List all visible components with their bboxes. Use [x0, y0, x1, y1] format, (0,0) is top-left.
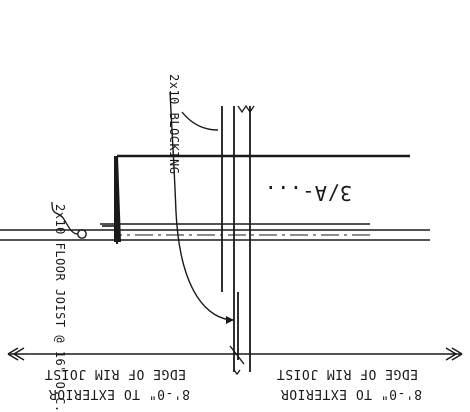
centerline	[51, 201, 370, 239]
floor-joist-note: 2x10 FLOOR JOIST @ 16" O.C.	[53, 204, 67, 412]
floor-joist-band	[0, 223, 430, 241]
blocking-note: 2x10 BLOCKING	[167, 74, 181, 174]
blocking-member	[221, 104, 255, 376]
dimension-line	[7, 345, 463, 365]
section-reference: 3/A-...	[264, 181, 352, 205]
blocking-leader	[169, 91, 235, 324]
right-dimension-line2: EDGE OF RIM JOIST	[44, 366, 186, 381]
left-dimension-line1: 8'-0" TO EXTERIOR	[280, 386, 422, 401]
left-dimension-line2: EDGE OF RIM JOIST	[276, 366, 418, 381]
rotated-sheet: 3/A-... 2x10 FLOOR JOIST @ 16" O.C. 2x10…	[0, 74, 463, 412]
right-dimension-line1: 8'-0" TO EXTERIOR	[48, 386, 190, 401]
